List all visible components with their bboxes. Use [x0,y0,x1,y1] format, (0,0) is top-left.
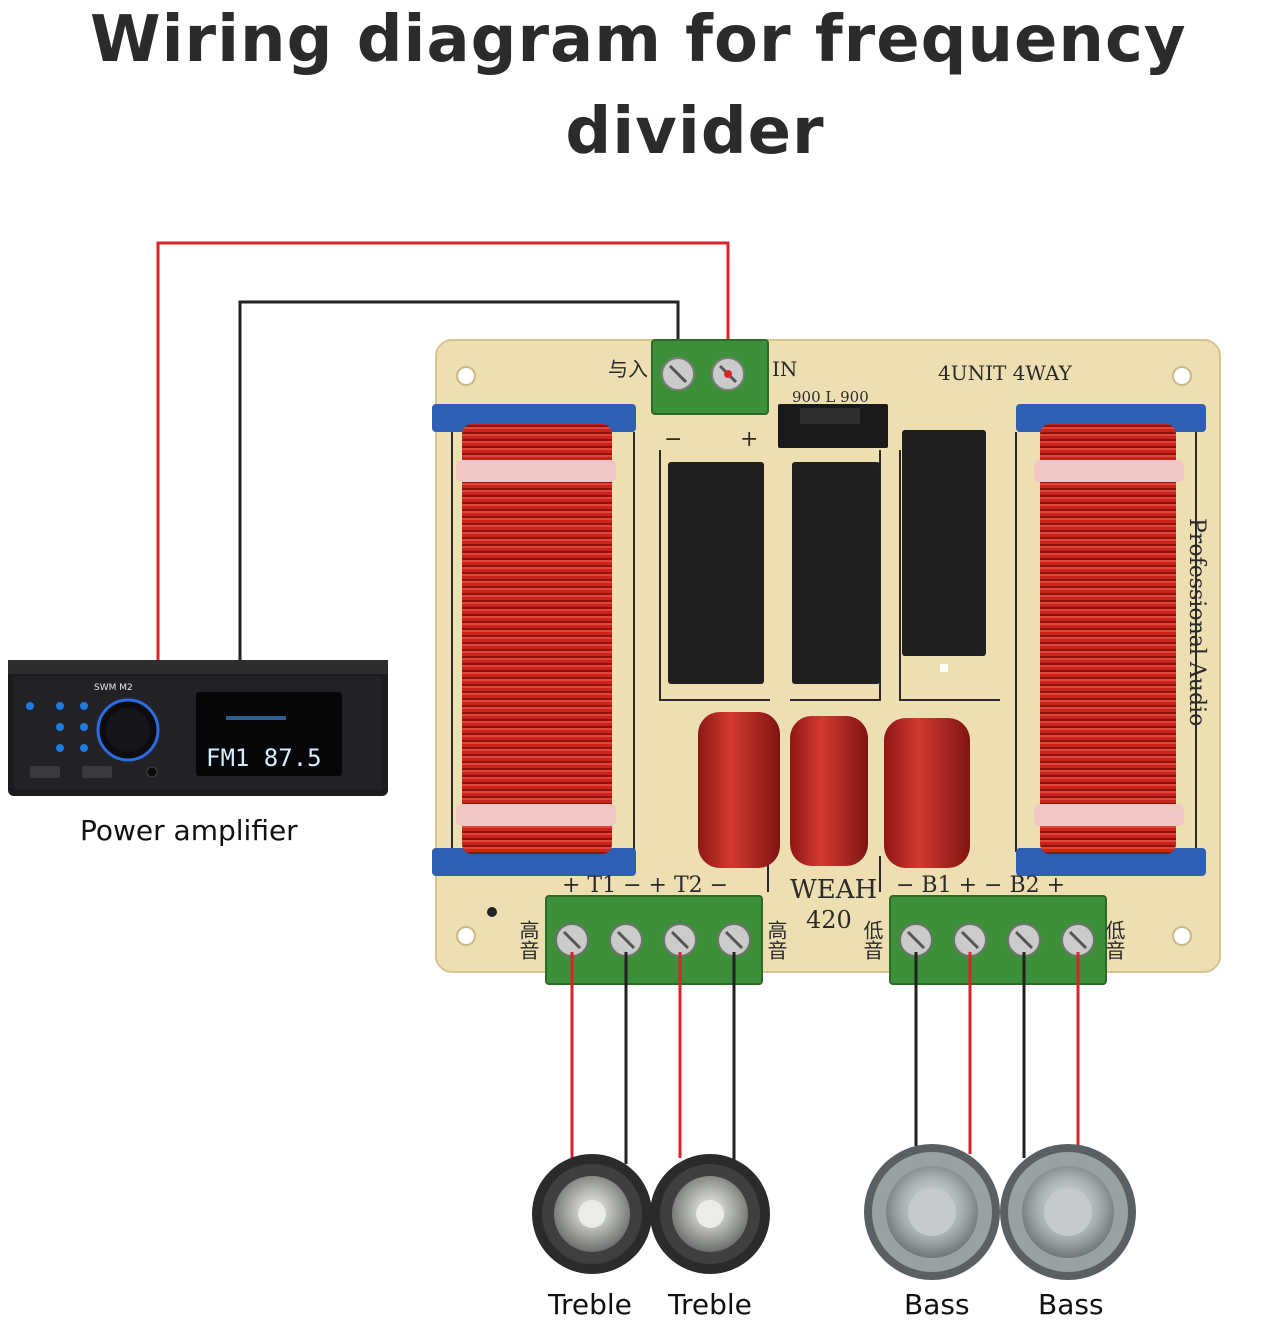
bass-terminal-labels: − B1 + − B2 + [896,873,1065,898]
speaker-bass-1 [864,1144,1000,1280]
power-resistors [668,430,986,684]
treble-cn-left: 高音 [516,920,540,960]
board-label-420: 420 [806,906,852,934]
speaker-treble-1 [532,1154,652,1274]
board-label-weah: WEAH [790,875,877,905]
input-terminal-block [651,339,769,415]
display-readout: FM1 87.5 [206,744,322,772]
right-inductor [1016,404,1206,876]
amplifier-display [196,692,342,776]
amplifier-buttons [26,702,88,752]
input-minus: − [664,427,682,452]
speaker-treble-2 [650,1154,770,1274]
board-side-text: Professional Audio [1184,518,1209,726]
switch-label: 900 L 900 [792,388,869,406]
crossover-board: 与入 IN − + 4UNIT 4WAY 900 L 900 [432,339,1221,985]
positive-input-wire [156,241,730,660]
input-label-in: IN [772,357,797,381]
speaker-label-treble-2: Treble [668,1288,752,1321]
negative-input-wire [238,300,680,660]
speaker-label-bass-1: Bass [904,1288,970,1321]
treble-cn-right: 高音 [764,920,788,960]
capacitors [698,712,970,868]
speaker-bass-2 [1000,1144,1136,1280]
speaker-wires [570,952,1080,1164]
input-label-cn: 与入 [608,357,648,381]
treble-terminal-block [545,895,763,985]
amplifier-input-wires [156,241,730,660]
speaker-label-treble-1: Treble [548,1288,632,1321]
amplifier-caption: Power amplifier [80,814,298,847]
speaker-label-bass-2: Bass [1038,1288,1104,1321]
slide-switch: 900 L 900 [778,388,888,448]
treble-terminal-labels: + T1 − + T2 − [562,873,728,898]
bass-cn-left: 低音 [860,920,884,960]
title-line-2: divider [565,95,825,169]
power-amplifier: SWM M2 FM1 87.5 [8,660,388,796]
board-model: 4UNIT 4WAY [938,361,1073,385]
left-inductor [432,404,636,876]
amplifier-brand: SWM M2 [94,683,133,693]
bass-terminal-block [889,895,1107,985]
input-plus: + [740,427,758,452]
title-line-1: Wiring diagram for frequency [90,3,1187,77]
